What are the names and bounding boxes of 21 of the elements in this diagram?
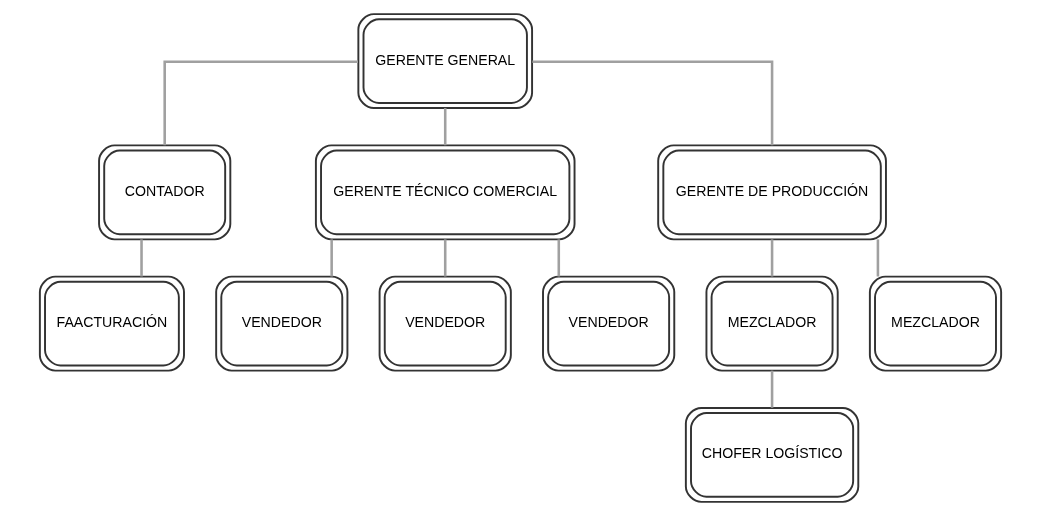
connector	[770, 370, 774, 408]
connector	[140, 238, 143, 276]
connector	[532, 59, 774, 145]
node-box: FAACTURACIÓN	[38, 275, 185, 372]
connector	[770, 238, 774, 276]
connector	[330, 238, 333, 276]
node-box: MEZCLADOR	[705, 275, 839, 372]
connector	[557, 238, 561, 276]
connector	[163, 59, 358, 145]
node-box: CONTADOR	[98, 143, 232, 240]
connector	[443, 238, 447, 276]
node-box: GERENTE TÉCNICO COMERCIAL	[314, 143, 576, 240]
node-box: VENDEDOR	[542, 275, 676, 372]
node-box: CHOFER LOGÍSTICO	[684, 406, 860, 503]
connector	[443, 107, 447, 145]
node-box: VENDEDOR	[215, 275, 349, 372]
node-box: MEZCLADOR	[868, 275, 1003, 372]
node-box: GERENTE DE PRODUCCIÓN	[657, 143, 887, 240]
node-box: GERENTE GENERAL	[357, 12, 534, 109]
node-box: VENDEDOR	[378, 275, 512, 372]
connector	[876, 238, 880, 276]
